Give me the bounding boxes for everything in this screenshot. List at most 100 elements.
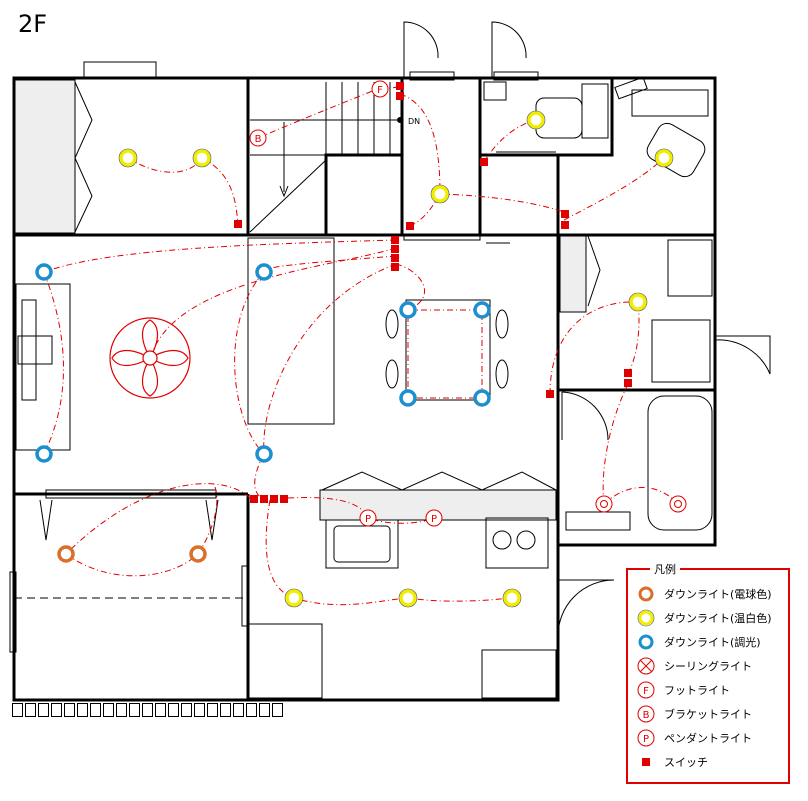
switch [624, 379, 632, 387]
legend-label: ダウンライト(調光) [664, 636, 761, 649]
wiring [43, 85, 679, 606]
wire [43, 271, 64, 455]
glyph-box [129, 703, 140, 717]
downlight-dimmable-icon [399, 389, 417, 407]
chair-seat [495, 309, 509, 339]
switch [396, 92, 404, 100]
switch-icon [642, 758, 650, 766]
floor-label: 2F [18, 10, 48, 38]
unrendered-text-boxes [12, 703, 285, 717]
downlight-warm-white-icon [193, 149, 211, 167]
kitchen-hood [321, 471, 557, 491]
legend-label: フットライト [664, 684, 730, 697]
glyph-box [64, 703, 75, 717]
wire [257, 87, 381, 139]
downlight-warm-white-icon [285, 589, 303, 607]
downlight-dimmable-group [35, 263, 491, 463]
entry-door-2 [491, 21, 527, 78]
downlight-dimmable-icon [399, 301, 417, 319]
bracket-light-icon [669, 495, 687, 513]
pendant-light-icon: P [637, 729, 655, 747]
legend-item: F フットライト [636, 680, 730, 700]
bracket-light-marker: B [255, 134, 262, 145]
switch [391, 236, 399, 244]
wire [627, 301, 640, 375]
wire [265, 499, 513, 606]
downlight-warm-white-group [119, 111, 673, 607]
foot-light-marker: F [377, 85, 383, 96]
tv-stand [17, 335, 53, 365]
burner [492, 530, 512, 550]
bracket-light-icon: B [637, 705, 655, 723]
bracket-light-marker: B [643, 710, 650, 721]
legend-item: ダウンライト(温白色) [636, 608, 772, 628]
wire [127, 157, 203, 173]
downlight-warm-group [57, 545, 207, 563]
glyph-box [246, 703, 257, 717]
closet-shelf [14, 79, 76, 234]
glyph-box [38, 703, 49, 717]
legend-item: P ペンダントライト [636, 728, 752, 748]
switch [561, 221, 569, 229]
glyph-box [77, 703, 88, 717]
toilet-sink [483, 81, 507, 101]
downlight-warm-white-icon [655, 149, 673, 167]
sink-cabinet [325, 519, 399, 569]
pendant-light-icon: P [425, 509, 443, 527]
wire [563, 157, 665, 221]
downlight-warm-icon [57, 545, 75, 563]
switch [391, 254, 399, 262]
switch [250, 495, 258, 503]
switch [391, 263, 399, 271]
window-shutter-right [205, 499, 219, 541]
glyph-box [142, 703, 153, 717]
glyph-box [220, 703, 231, 717]
downlight-dimmable-icon [35, 445, 53, 463]
wire [254, 453, 265, 499]
downlight-dimmable-icon [638, 634, 654, 650]
ceiling-light-icon [109, 317, 191, 399]
glyph-box [181, 703, 192, 717]
stove [485, 517, 549, 569]
legend-label: シーリングライト [664, 660, 752, 673]
downlight-warm-white-icon [527, 111, 545, 129]
chair-seat [495, 359, 509, 389]
side-window [9, 571, 17, 653]
glyph-box [233, 703, 244, 717]
legend-item: ダウンライト(電球色) [636, 584, 772, 604]
stair-core [324, 153, 404, 237]
pendant-light-marker: P [643, 734, 649, 745]
sink [333, 525, 391, 563]
chair-seat [385, 359, 399, 389]
downlight-dimmable-icon [35, 263, 53, 281]
pendant-light-marker: P [431, 514, 437, 525]
tv-board [15, 283, 71, 451]
ldk-window [241, 565, 249, 627]
wire [399, 93, 441, 195]
downlight-warm-icon [638, 586, 654, 602]
legend-item: B ブラケットライト [636, 704, 752, 724]
stair-diagonal [249, 159, 327, 233]
switch [391, 245, 399, 253]
switch [260, 495, 268, 503]
toilet-wall [480, 76, 614, 157]
switches [234, 82, 632, 503]
foot-light-marker: F [643, 686, 649, 697]
wash-door [714, 335, 771, 375]
downlight-warm-white-icon [119, 149, 137, 167]
switch [270, 495, 278, 503]
legend-label: ダウンライト(温白色) [664, 612, 772, 625]
legend: 凡例 ダウンライト(電球色) ダウンライト(温白色) ダウンライト(調光) シー… [626, 561, 790, 784]
downlight-warm-white-icon [629, 293, 647, 311]
legend-item: ダウンライト(調光) [636, 632, 761, 652]
ceiling-light-icon [637, 657, 655, 675]
wire [287, 497, 435, 524]
sofa [247, 623, 323, 699]
walls [12, 76, 717, 702]
foot-light-icon: F [371, 80, 389, 98]
switch [480, 158, 488, 166]
wash-basin [651, 319, 711, 383]
stair-direction-label: DN [408, 117, 420, 126]
glyph-box [259, 703, 270, 717]
bracket-light-icon: B [249, 129, 267, 147]
